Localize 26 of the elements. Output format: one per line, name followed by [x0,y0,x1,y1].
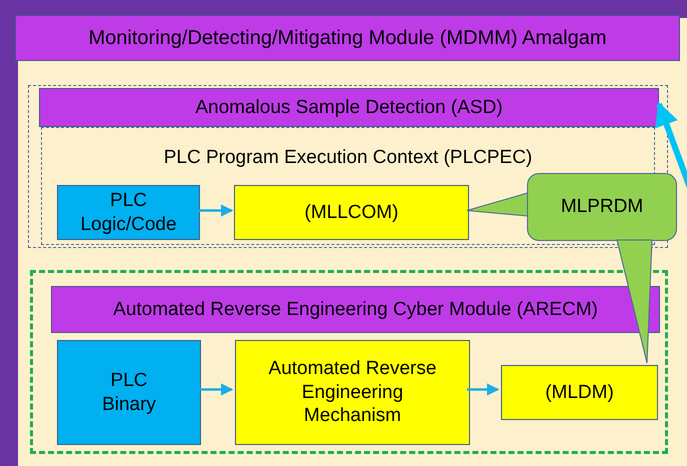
process-box [57,340,201,445]
callout-tail [616,240,653,364]
process-box [234,185,469,240]
module-bar [15,15,680,61]
container-heading: PLC Program Execution Context (PLCPEC) [164,146,532,170]
arrow [198,204,234,217]
module-bar [39,88,659,127]
callout-tail [466,192,528,217]
dashed-container [30,270,668,454]
dashed-container [28,85,668,248]
node-label: MLPRDM [560,195,644,219]
dashed-container [41,127,655,245]
node-label: Automated Reverse Engineering Mechanism [268,356,438,428]
node-label: Anomalous Sample Detection (ASD) [195,96,503,120]
arrow [467,383,500,396]
node-label: PLC Logic/Code [79,188,178,236]
node-label: (MLDM) [545,380,614,404]
process-box [235,340,470,445]
node-label: (MLLCOM) [304,200,398,224]
node-label: PLC Binary [101,368,157,416]
node-label: Automated Reverse Engineering Cyber Module (ARECM) [113,298,598,322]
node-label: Monitoring/Detecting/Mitigating Module (MDMM) Amalgam [88,26,606,50]
arrow [198,383,234,396]
module-bar [51,286,660,333]
process-box [57,185,200,240]
process-box [501,365,658,420]
